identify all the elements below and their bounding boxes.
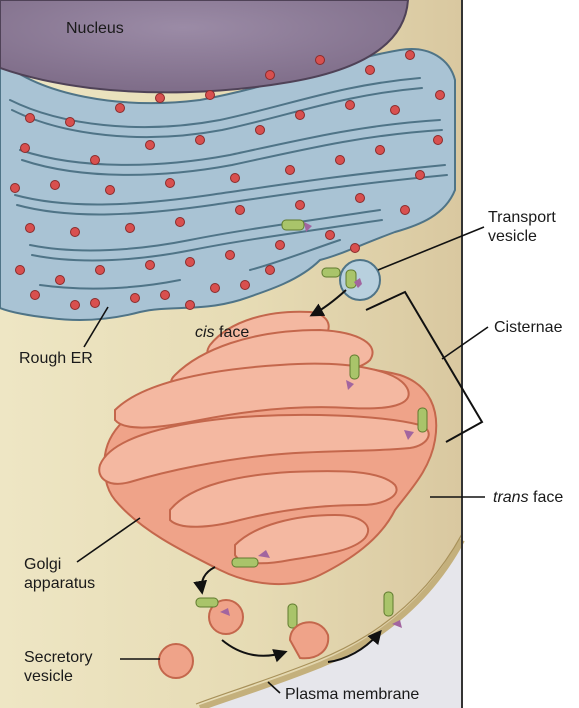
- cisternae-label-text: Cisternae: [494, 319, 563, 336]
- golgi-line2: apparatus: [24, 575, 96, 592]
- extracellular-space: [200, 540, 462, 708]
- golgi-proteins: [231, 354, 428, 568]
- golgi-sugar-tags: [258, 380, 414, 558]
- cis-rest: face: [214, 324, 250, 341]
- cis-italic: cis: [195, 324, 215, 341]
- plasma-membrane-label-text: Plasma membrane: [285, 686, 420, 703]
- ribosomes: [10, 50, 445, 310]
- secretory-vesicles: [158, 599, 244, 679]
- er-protein: [281, 219, 341, 278]
- nucleus-label: Nucleus: [66, 19, 124, 38]
- plasma-membrane-label: Plasma membrane: [285, 685, 419, 704]
- rough-er-label-text: Rough ER: [19, 350, 93, 367]
- rough-er-label: Rough ER: [19, 349, 93, 368]
- secretory-line2: vesicle: [24, 668, 73, 685]
- golgi-apparatus-label: Golgi apparatus: [24, 555, 95, 593]
- trans-rest: face: [528, 489, 564, 506]
- transport-line2: vesicle: [488, 228, 537, 245]
- plasma-membrane: [198, 538, 465, 708]
- transport-vesicle-label: Transport vesicle: [488, 208, 556, 246]
- nucleus-label-text: Nucleus: [66, 20, 124, 37]
- golgi-line1: Golgi: [24, 556, 62, 573]
- golgi-apparatus: [98, 310, 438, 585]
- secretory-vesicle-label: Secretory vesicle: [24, 648, 92, 686]
- transport-vesicle: [339, 259, 381, 301]
- movement-arrows: [193, 289, 382, 663]
- trans-face-label: trans face: [493, 488, 563, 507]
- cisternae-label: Cisternae: [494, 318, 562, 337]
- leader-lines: [76, 226, 489, 694]
- transport-line1: Transport: [488, 209, 556, 226]
- secretory-line1: Secretory: [24, 649, 93, 666]
- cis-face-label: cis face: [195, 323, 249, 342]
- vesicle-proteins: [195, 591, 394, 629]
- fusing-vesicle: [288, 621, 330, 660]
- rough-er: [0, 48, 456, 321]
- trans-italic: trans: [493, 489, 529, 506]
- er-cisternae: [9, 77, 448, 290]
